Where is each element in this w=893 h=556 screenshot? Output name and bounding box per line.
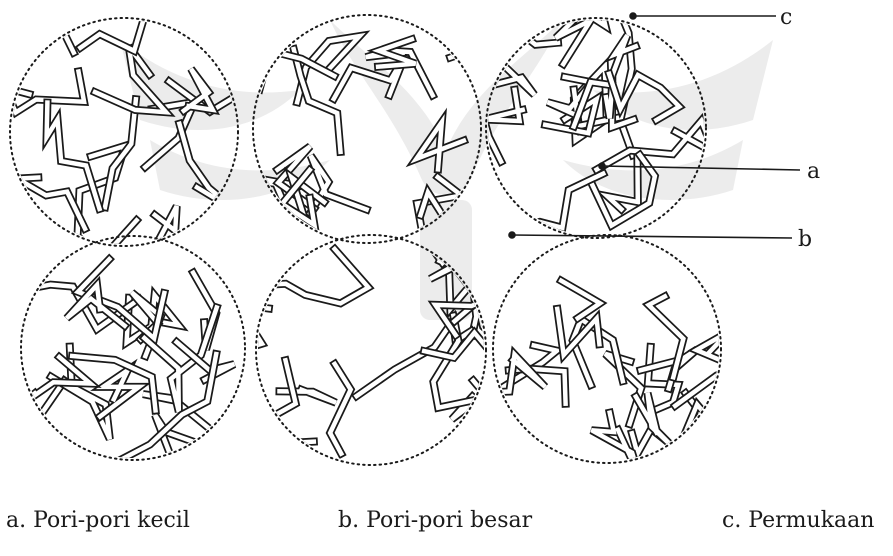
callout-label-a: a (807, 159, 820, 184)
callout-a: a (599, 159, 820, 184)
porous-particle (462, 0, 714, 238)
particle-outline (21, 236, 245, 460)
callout-c: c (630, 5, 792, 30)
caption-small-pores: a. Pori-pori kecil (6, 508, 190, 533)
callout-label-c: c (780, 5, 792, 30)
pore-channels (0, 259, 234, 461)
porous-particle (194, 207, 564, 466)
pore-channels (462, 0, 714, 236)
caption-large-pores: b. Pori-pori besar (338, 508, 532, 533)
pore-structure-diagram: c a b (0, 0, 893, 480)
porous-particle (224, 0, 510, 265)
pore-channels (0, 11, 309, 273)
caption-surface: c. Permukaan (722, 508, 874, 533)
callout-label-b: b (798, 227, 812, 252)
pore-channels (194, 207, 564, 454)
porous-particle (0, 11, 309, 273)
pore-channels (224, 0, 510, 265)
porous-particle (0, 236, 245, 461)
